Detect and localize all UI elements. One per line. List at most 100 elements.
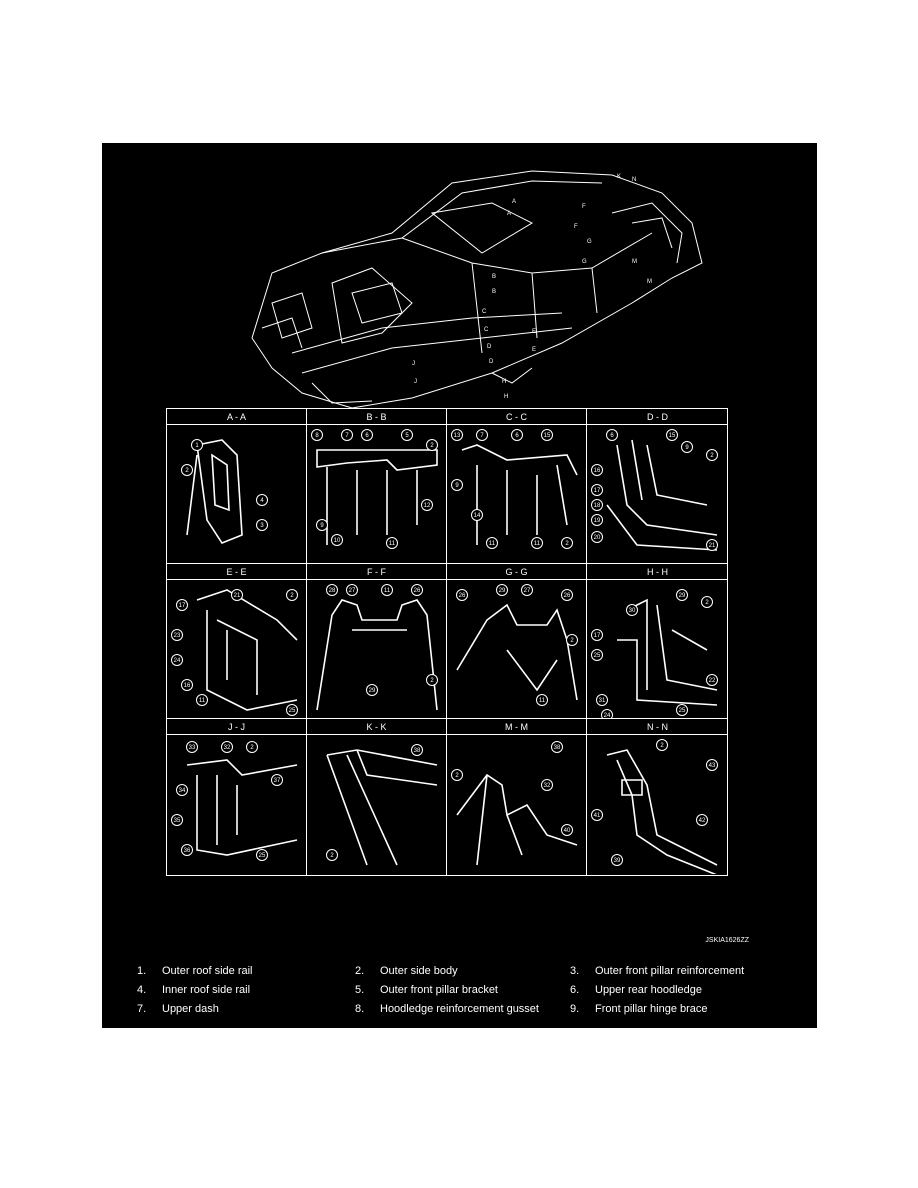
section-outline (186, 439, 243, 544)
section-title: N - N (587, 719, 728, 735)
section-outline (456, 603, 578, 701)
callout-number: 25 (594, 653, 601, 659)
callout-number: 16 (184, 683, 191, 689)
callout-number: 38 (414, 748, 421, 754)
section-marker-d: D (487, 344, 492, 350)
callout-16: 16 (591, 464, 603, 476)
callout-number: 37 (274, 778, 281, 784)
callout-2: 2 (656, 739, 668, 751)
section-title: A - A (167, 409, 306, 425)
callout-number: 24 (174, 658, 181, 664)
section-outline (461, 444, 578, 545)
callout-number: 2 (570, 638, 574, 644)
callout-number: 2 (290, 593, 294, 599)
callout-43: 43 (706, 759, 718, 771)
section-marker-e: E (532, 347, 536, 353)
callout-17: 17 (591, 629, 603, 641)
callout-number: 4 (260, 498, 264, 504)
legend-text: Outer front pillar bracket (380, 984, 498, 996)
callout-number: 2 (455, 773, 459, 779)
callout-number: 13 (454, 433, 461, 439)
callout-34: 34 (176, 784, 188, 796)
callout-number: 32 (224, 745, 231, 751)
callout-number: 5 (405, 433, 409, 439)
callout-21: 21 (706, 539, 718, 551)
section-marker-b: B (492, 289, 496, 295)
callout-6: 6 (606, 429, 618, 441)
callout-2: 2 (701, 596, 713, 608)
section-outline (326, 749, 438, 866)
callout-number: 1 (195, 443, 199, 449)
legend-number: 7. (137, 1003, 147, 1015)
callout-13: 13 (451, 429, 463, 441)
callout-23: 23 (171, 629, 183, 641)
callout-number: 17 (594, 633, 601, 639)
section-marker-n: N (632, 177, 636, 183)
callout-number: 25 (289, 708, 296, 714)
section-marker-b: B (492, 274, 496, 280)
callout-number: 43 (709, 763, 716, 769)
section-outline (456, 773, 578, 866)
callout-number: 9 (455, 483, 459, 489)
legend-number: 9. (570, 1003, 580, 1015)
section-marker-a: A (507, 211, 511, 217)
callout-number: 26 (414, 588, 421, 594)
callout-number: 11 (539, 698, 546, 704)
callout-30: 30 (626, 604, 638, 616)
legend-text: Upper dash (162, 1003, 219, 1015)
legend-number: 3. (570, 965, 580, 977)
section-marker-f: F (574, 224, 578, 230)
body-shell-outline (251, 170, 703, 409)
callout-number: 7 (480, 433, 484, 439)
section-outline (606, 439, 718, 551)
callout-number: 32 (544, 783, 551, 789)
legend-number: 2. (355, 965, 365, 977)
callout-2: 2 (451, 769, 463, 781)
callout-number: 15 (669, 433, 676, 439)
section-title: H - H (587, 564, 728, 580)
callout-27: 27 (346, 584, 358, 596)
section-title: F - F (307, 564, 446, 580)
callout-number: 2 (565, 541, 569, 547)
callout-number: 26 (564, 593, 571, 599)
legend-number: 1. (137, 965, 147, 977)
section-drawing: 382 (326, 744, 438, 866)
section-title: D - D (587, 409, 728, 425)
section-marker-e: E (532, 329, 536, 335)
callout-number: 31 (599, 698, 606, 704)
callout-38: 38 (551, 741, 563, 753)
callout-7: 7 (476, 429, 488, 441)
section-title: C - C (447, 409, 586, 425)
callout-9: 9 (316, 519, 328, 531)
callout-28: 28 (326, 584, 338, 596)
callout-8: 8 (311, 429, 323, 441)
callout-number: 3 (260, 523, 264, 529)
callout-11: 11 (486, 537, 498, 549)
legend-number: 8. (355, 1003, 365, 1015)
callout-number: 25 (679, 708, 686, 714)
section-marker-j: J (414, 379, 417, 385)
callout-number: 22 (709, 678, 716, 684)
callout-24: 24 (171, 654, 183, 666)
callout-number: 17 (594, 488, 601, 494)
callout-number: 18 (594, 503, 601, 509)
section-title: M - M (447, 719, 586, 735)
callout-2: 2 (426, 439, 438, 451)
callout-number: 30 (629, 608, 636, 614)
callout-2: 2 (706, 449, 718, 461)
section-title: K - K (307, 719, 446, 735)
callout-25: 25 (256, 849, 268, 861)
